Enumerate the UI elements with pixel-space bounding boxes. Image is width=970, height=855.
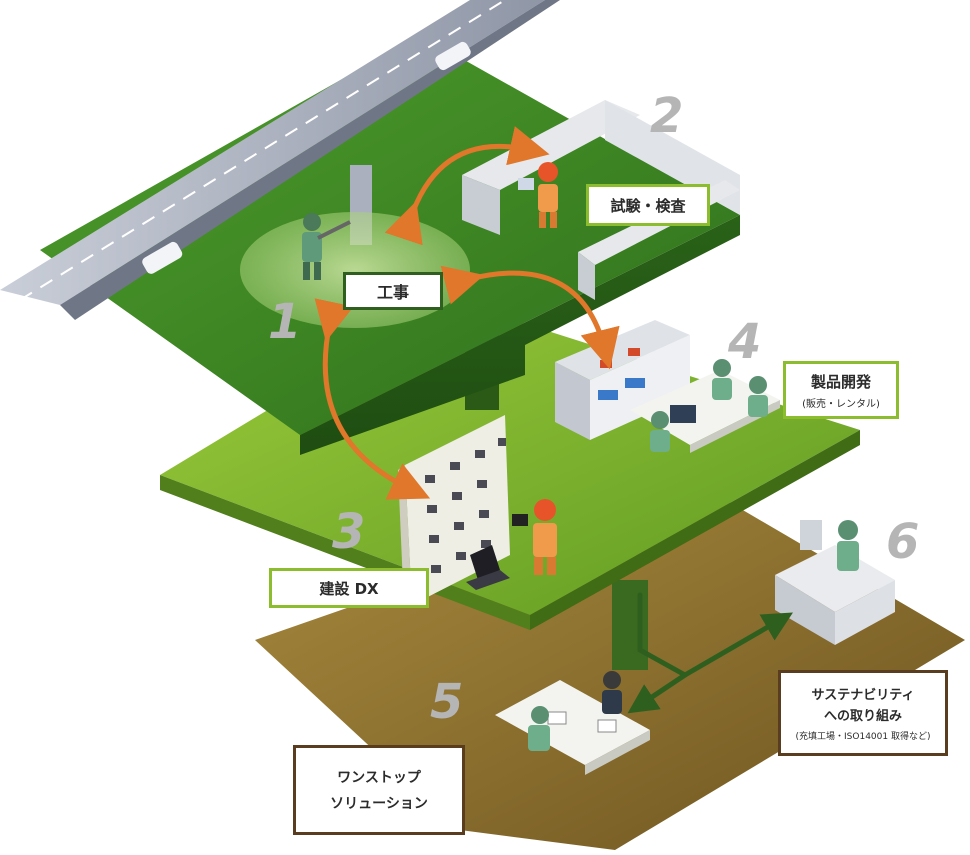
label-sustainability-line2: への取り組み bbox=[823, 709, 902, 724]
label-dx-text: 建設 DX bbox=[319, 579, 379, 598]
highway bbox=[0, 0, 560, 320]
label-dx: 建設 DX bbox=[269, 568, 429, 608]
label-sustainability-line1: サステナビリティ bbox=[811, 688, 915, 703]
label-product-sub: (販売・レンタル) bbox=[802, 398, 880, 410]
step-number-2: 2 bbox=[650, 88, 684, 144]
worker-sustainability-icon bbox=[837, 520, 859, 571]
step-number-6: 6 bbox=[886, 514, 920, 570]
step-number-3: 3 bbox=[332, 504, 366, 560]
step-number-1: 1 bbox=[268, 294, 302, 350]
column-lower bbox=[612, 580, 648, 670]
step-number-5: 5 bbox=[430, 674, 464, 730]
arrow-trunk bbox=[637, 592, 688, 678]
label-onestop-line1: ワンストップ bbox=[337, 770, 421, 786]
label-product: 製品開発 (販売・レンタル) bbox=[783, 361, 899, 419]
cycle-arrows bbox=[314, 126, 620, 500]
worker-dev-icon bbox=[650, 359, 768, 452]
car-icon bbox=[142, 241, 183, 274]
worker-consultant-icon bbox=[528, 671, 622, 751]
label-construction-text: 工事 bbox=[376, 283, 409, 302]
worker-dx-icon bbox=[512, 499, 557, 575]
label-sustainability: サステナビリティ への取り組み (充填工場・ISO14001 取得など) bbox=[778, 670, 948, 756]
label-sustainability-sub: (充填工場・ISO14001 取得など) bbox=[795, 732, 931, 742]
label-onestop-line2: ソリューション bbox=[330, 796, 428, 812]
laptop-icon bbox=[466, 545, 510, 590]
car-icon bbox=[435, 41, 471, 71]
label-testing-text: 試験・検査 bbox=[610, 196, 686, 215]
arrow-construction-dx bbox=[314, 298, 431, 500]
meeting-table bbox=[495, 680, 650, 775]
step-number-4: 4 bbox=[728, 314, 762, 370]
onestop-arrows bbox=[627, 592, 793, 714]
arrow-construction-test bbox=[384, 126, 550, 246]
label-construction: 工事 bbox=[343, 272, 443, 310]
arrow-construction-product bbox=[440, 265, 620, 370]
label-onestop: ワンストップ ソリューション bbox=[293, 745, 465, 835]
filling-station bbox=[775, 520, 895, 645]
label-testing: 試験・検査 bbox=[586, 184, 710, 226]
worker-construction-icon bbox=[302, 213, 351, 280]
arrow-to-sustainability bbox=[682, 612, 793, 678]
arrow-to-onestop bbox=[627, 672, 688, 714]
label-product-text: 製品開発 bbox=[810, 372, 871, 391]
